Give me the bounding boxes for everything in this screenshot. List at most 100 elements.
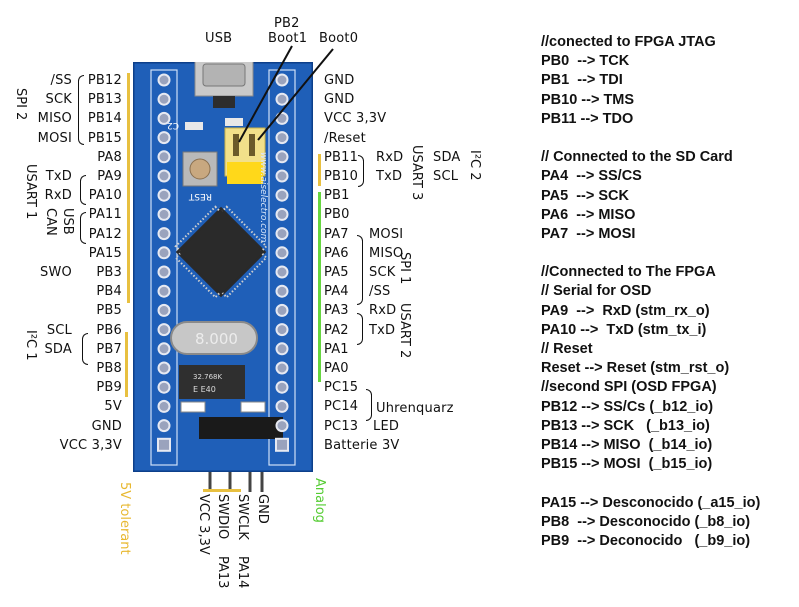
swd-tolerant-bar [203,489,241,492]
pin-label-gnd: GND [324,73,355,88]
pin-function: MOSI [369,226,404,242]
note-mapping: PB1 --> TDI [541,72,623,89]
header-pin-hole [275,342,289,356]
usb-connector [194,55,254,108]
pin-label-pa7: PA7 [324,226,349,242]
header-pin-hole [275,246,289,260]
pin-label-pc14: PC14 [324,399,359,415]
tolerant-bar-left-2 [125,332,128,397]
boot1-label: Boot1 [268,31,308,46]
bottom-pin-vcc-3-3v: VCC 3,3V [196,494,211,555]
header-pin-hole [275,227,289,241]
bottom-pin-swdio: SWDIO [215,494,230,540]
header-pin-hole [157,303,171,317]
note-mapping: PA9 --> RxD (stm_rx_o) [541,302,710,319]
bracket-usb-can [80,212,86,244]
group-usb: USB [60,208,75,235]
pin-label-pb11: PB11 [324,149,359,165]
svg-text:E E40: E E40 [193,385,216,394]
group-spi1: SPI 1 [397,252,412,285]
header-pin-hole [275,303,289,317]
bracket-usart1 [80,175,86,205]
pin-label-pa3: PA3 [324,303,349,319]
reset-button: REST [182,151,218,201]
bracket-usart2 [357,313,363,345]
note-mapping: PB14 --> MISO (_b14_io) [541,436,713,453]
header-pin-hole [157,342,171,356]
header-pin-hole [275,188,289,202]
header-pin-hole [157,265,171,279]
note-mapping: PA10 --> TxD (stm_tx_i) [541,321,707,338]
bracket-uhrenquarz [366,389,372,421]
pin-label-pb12: PB12 [87,73,122,88]
pin-label-pb7: PB7 [96,341,122,357]
note-comment: // Reset [541,341,593,357]
header-pin-hole [275,437,289,452]
note-spacer [541,244,760,263]
pin-label-gnd: GND [91,418,122,434]
header-pin-hole [275,265,289,279]
pin-function: TxD [376,169,403,184]
group-i2c2: I²C 2 [467,150,482,181]
pin-label-pb8: PB8 [96,361,122,376]
pin-function: SCL [46,322,72,338]
group-spi2: SPI 2 [13,88,28,121]
header-pin-hole [275,323,289,337]
boot-jumpers [224,127,266,184]
pin-label--reset: /Reset [324,130,366,146]
header-pin-hole [157,246,171,260]
legend-analog: Analog [312,478,327,523]
note-mapping: PB8 --> Desconocido (_b8_io) [541,513,751,530]
tolerant-bar-left [127,73,130,303]
pin-label-pb14: PB14 [87,111,122,127]
header-pin-hole [157,111,171,125]
pin-label-pa5: PA5 [324,265,349,280]
pin-label-gnd: GND [324,92,355,108]
header-pin-hole [275,419,289,433]
blue-pill-board: C2 REST 8.000 32.768K E E40 www.aiselect… [131,55,315,474]
header-pin-hole [275,131,289,145]
note-comment: //Connected to The FPGA [541,264,716,281]
header-pin-hole [275,361,289,375]
pin-label-pb1: PB1 [324,188,350,204]
pin-function-alt: SCL [433,169,459,184]
header-pin-hole [275,150,289,164]
pin-label-pb10: PB10 [324,169,359,184]
group-can: CAN [43,208,58,236]
note-mapping: PA6 --> MISO [541,206,636,223]
pin-label-pa8: PA8 [97,149,122,165]
note-mapping: PB13 --> SCK (_b13_io) [541,417,710,434]
header-pin-hole [157,188,171,202]
pin-function: MISO [369,245,404,261]
silk-c2: C2 [167,120,179,130]
pin-label-pa1: PA1 [324,341,349,357]
boot-pointer-lines [238,45,334,143]
note-spacer [541,474,760,493]
note-mapping: PB15 --> MOSI (_b15_io) [541,456,713,473]
header-pin-hole [157,380,171,394]
pin-label-vcc-3-3v: VCC 3,3V [59,437,122,453]
bottom-pin-alt: PA13 [215,556,230,589]
pin-label-pa0: PA0 [324,361,349,376]
pin-label-pb15: PB15 [87,130,122,146]
pin-label-vcc-3-3v: VCC 3,3V [324,111,387,127]
header-pin-hole [275,73,289,87]
pin-function: SCK [369,265,396,280]
header-pin-hole [275,92,289,106]
pin-function: RxD [369,303,397,319]
note-mapping: PA5 --> SCK [541,187,629,204]
pin-label-pa11: PA11 [88,207,122,223]
pin-label-pc13: PC13 [324,418,359,434]
group-uhrenquarz: Uhrenquarz [376,401,454,416]
pin-function: SWO [40,265,72,280]
bottom-pin-swclk: SWCLK [235,494,250,540]
pin-label-pa10: PA10 [88,188,122,204]
pin-function: TxD [45,169,72,184]
crystal-label: 8.000 [195,330,238,348]
header-pin-hole [157,131,171,145]
note-mapping: PB11 --> TDO [541,110,634,127]
boot0-label: Boot0 [319,31,359,46]
header-pin-hole [157,284,171,298]
header-pin-hole [275,284,289,298]
